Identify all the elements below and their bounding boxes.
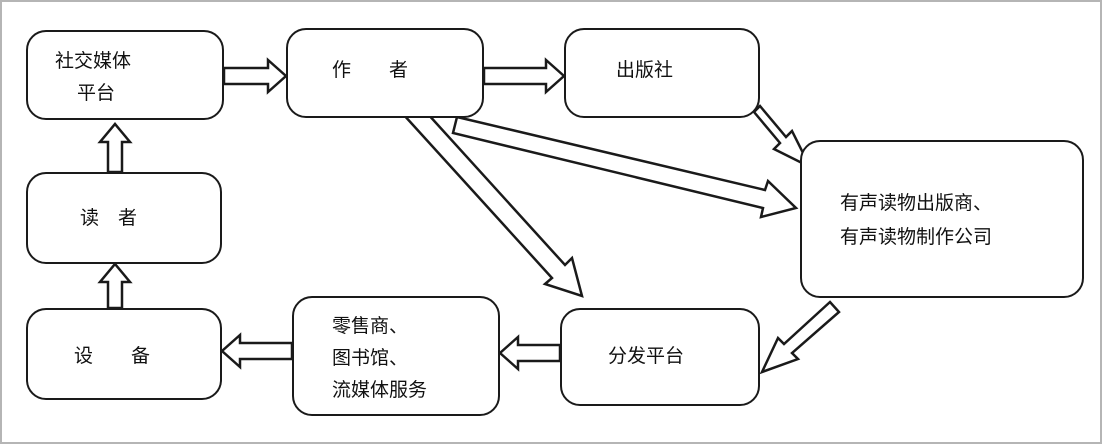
node-label-line: 有声读物出版商、 — [840, 192, 993, 214]
node-label: 分发平台 — [608, 345, 685, 367]
arrow-audio-company-to-distribution — [759, 300, 841, 375]
node-label: 读 者 — [80, 207, 138, 229]
arrow-author-to-audio-company — [451, 115, 799, 219]
arrow-distribution-to-retailer — [498, 334, 562, 372]
node-label: 设 备 — [74, 345, 151, 367]
node-label-line: 平台 — [77, 82, 116, 104]
node-publisher: 出版社 — [564, 28, 760, 118]
node-label-line: 零售商、 — [332, 315, 409, 337]
node-retailer-library-streaming: 零售商、 图书馆、 流媒体服务 — [292, 296, 500, 416]
node-label-line: 社交媒体 — [55, 50, 132, 72]
arrow-social-to-author — [222, 57, 288, 95]
node-distribution-platform: 分发平台 — [560, 308, 760, 406]
node-audiobook-companies: 有声读物出版商、 有声读物制作公司 — [800, 140, 1084, 298]
arrow-author-to-publisher — [482, 57, 566, 95]
node-author: 作 者 — [286, 28, 484, 118]
node-label-line: 图书馆、 — [332, 347, 409, 369]
arrow-retailer-to-device — [220, 332, 294, 370]
node-label: 出版社 — [616, 59, 674, 81]
node-device: 设 备 — [26, 308, 222, 400]
arrow-author-to-distribution — [401, 100, 584, 298]
node-label-line: 有声读物制作公司 — [840, 226, 993, 248]
node-reader: 读 者 — [26, 172, 222, 264]
node-label-line: 流媒体服务 — [332, 379, 428, 401]
node-label: 作 者 — [332, 59, 409, 81]
arrow-reader-to-social — [97, 122, 133, 174]
arrow-device-to-reader — [97, 262, 133, 310]
node-social-media-platform: 社交媒体 平台 — [26, 30, 224, 120]
arrow-publisher-to-audio-company — [752, 104, 813, 170]
